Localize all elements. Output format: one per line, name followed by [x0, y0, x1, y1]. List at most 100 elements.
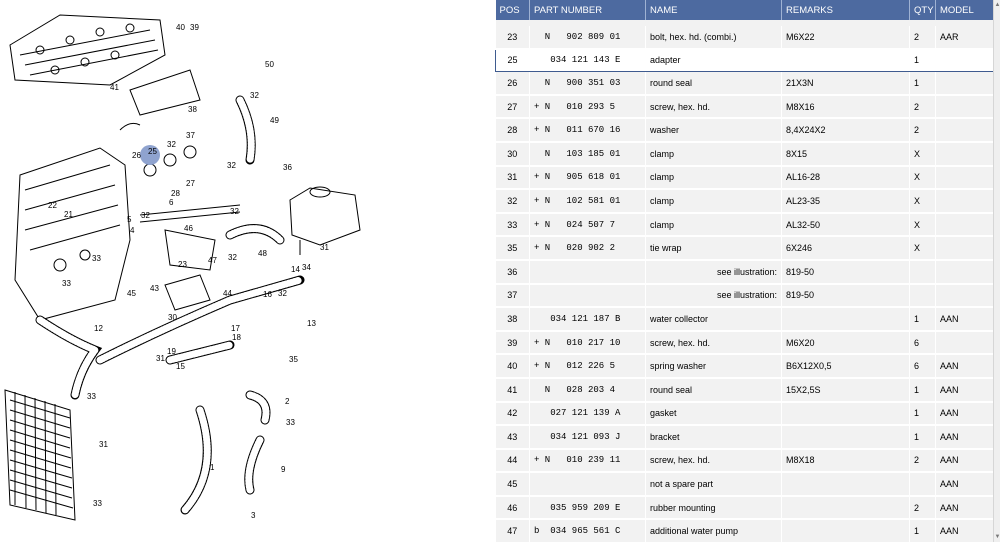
column-header-qty[interactable]: QTY [909, 0, 936, 20]
callout-label[interactable]: 33 [93, 499, 102, 508]
callout-label[interactable]: 33 [62, 279, 71, 288]
column-header-remarks[interactable]: REMARKS [781, 0, 910, 20]
callout-label[interactable]: 31 [99, 440, 108, 449]
callout-label[interactable]: 15 [176, 362, 185, 371]
callout-label[interactable]: 39 [190, 23, 199, 32]
callout-label[interactable]: 31 [320, 243, 329, 252]
callout-label[interactable]: 41 [110, 83, 119, 92]
callout-label[interactable]: 23 [178, 260, 187, 269]
cell-part-number: 035 959 209 E [529, 495, 646, 521]
column-header-part-number[interactable]: PART NUMBER [529, 0, 646, 20]
cell-name: spring washer [645, 354, 782, 379]
callout-label[interactable]: 17 [231, 324, 240, 333]
cell-part-number [529, 283, 646, 309]
callout-label[interactable]: 33 [92, 254, 101, 263]
callout-label[interactable]: 27 [186, 179, 195, 188]
callout-label[interactable]: 31 [156, 354, 165, 363]
callout-label[interactable]: 1 [210, 463, 215, 472]
callout-label[interactable]: 48 [258, 249, 267, 258]
callout-label[interactable]: 18 [232, 333, 241, 342]
callout-label[interactable]: 45 [127, 289, 136, 298]
cell-remarks: AL32-50 [781, 212, 910, 238]
callout-label[interactable]: 32 [278, 289, 287, 298]
callout-label[interactable]: 30 [168, 313, 177, 322]
callout-label[interactable]: 40 [176, 23, 185, 32]
callout-label[interactable]: 2 [285, 397, 290, 406]
callout-label[interactable]: 25 [148, 147, 157, 156]
scroll-down-icon[interactable]: ▼ [994, 534, 1000, 540]
column-header-model[interactable]: MODEL [935, 0, 993, 20]
callout-label[interactable]: 32 [227, 161, 236, 170]
cell-pos: 39 [495, 330, 530, 356]
callout-label[interactable]: 50 [265, 60, 274, 69]
callout-label[interactable]: 6 [169, 198, 174, 207]
cell-pos: 33 [495, 212, 530, 238]
callout-label[interactable]: 37 [186, 131, 195, 140]
vertical-scrollbar[interactable]: ▲ ▼ [993, 0, 1000, 542]
callout-label[interactable]: 28 [171, 189, 180, 198]
callout-label[interactable]: 44 [223, 289, 232, 298]
callout-label[interactable]: 13 [307, 319, 316, 328]
column-header-name[interactable]: NAME [645, 0, 782, 20]
callout-label[interactable]: 3 [251, 511, 256, 520]
callout-label[interactable]: 33 [87, 392, 96, 401]
callout-label[interactable]: 32 [141, 211, 150, 220]
cell-qty: 2 [909, 495, 936, 521]
cell-remarks: M6X22 [781, 26, 910, 50]
callout-label[interactable]: 22 [48, 201, 57, 210]
callout-label[interactable]: 43 [150, 284, 159, 293]
callout-label[interactable]: 47 [208, 256, 217, 265]
cell-part-number: + N 024 507 7 [529, 212, 646, 238]
cell-qty [909, 283, 936, 309]
callout-label[interactable]: 49 [270, 116, 279, 125]
callout-label[interactable]: 32 [228, 253, 237, 262]
callout-label[interactable]: 32 [167, 140, 176, 149]
callout-label[interactable]: 33 [286, 418, 295, 427]
callout-label[interactable]: 46 [184, 224, 193, 233]
callout-label[interactable]: 12 [94, 324, 103, 333]
callout-label[interactable]: 35 [289, 355, 298, 364]
cell-part-number: + N 102 581 01 [529, 189, 646, 214]
cell-part-number: + N 010 293 5 [529, 94, 646, 120]
cell-name: additional water pump [645, 519, 782, 542]
callout-label[interactable]: 9 [281, 465, 286, 474]
callout-label[interactable]: 21 [64, 210, 73, 219]
callout-label[interactable]: 19 [167, 347, 176, 356]
callout-label[interactable]: 5 [127, 215, 132, 224]
callout-label[interactable]: 32 [230, 207, 239, 216]
callout-label[interactable]: 14 [291, 265, 300, 274]
callout-label[interactable]: 16 [263, 290, 272, 299]
callout-label[interactable]: 4 [130, 226, 135, 235]
cell-qty: 1 [909, 307, 936, 332]
scroll-up-icon[interactable]: ▲ [994, 2, 1000, 8]
callout-label[interactable]: 38 [188, 105, 197, 114]
callout-label[interactable]: 32 [250, 91, 259, 100]
callout-label[interactable]: 26 [132, 151, 141, 160]
callout-label[interactable]: 34 [302, 263, 311, 272]
callout-label[interactable]: 36 [283, 163, 292, 172]
column-header-pos[interactable]: POS [495, 0, 530, 20]
cell-remarks [781, 425, 910, 450]
